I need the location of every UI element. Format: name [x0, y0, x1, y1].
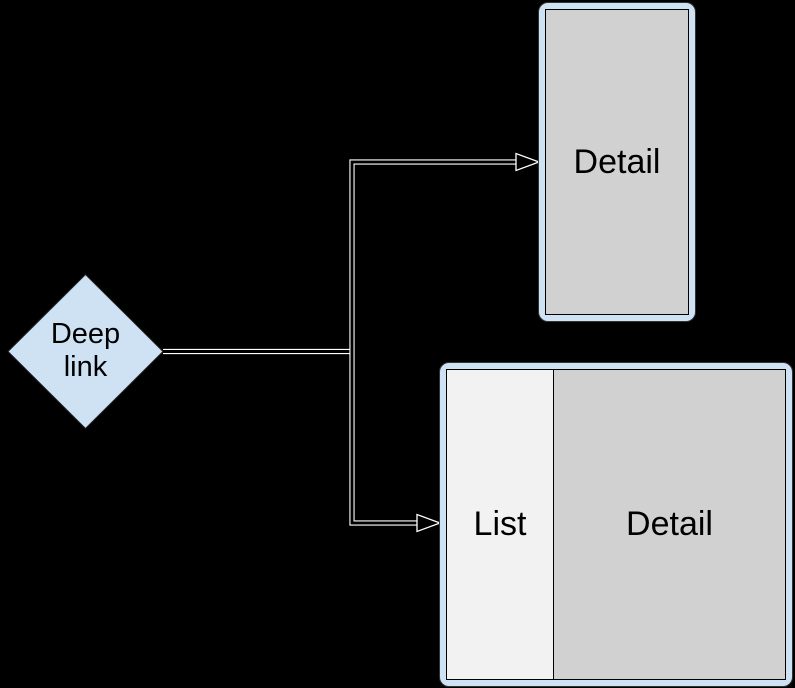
tablet-list-pane: List: [447, 370, 554, 679]
tablet-list-label: List: [473, 505, 527, 543]
tablet-screen: List Detail: [446, 369, 786, 680]
connector-to-tablet-core: [350, 351, 419, 525]
phone-mockup: Detail: [538, 2, 696, 322]
deep-link-label: Deep link: [50, 318, 121, 383]
tablet-detail-pane: Detail: [554, 370, 785, 679]
tablet-detail-label: Detail: [626, 505, 713, 543]
tablet-mockup: List Detail: [439, 362, 793, 687]
connector-to-phone-core: [350, 160, 517, 352]
connector-to-tablet-casing: [349, 351, 419, 526]
phone-detail-label: Detail: [573, 142, 661, 181]
deep-link-diamond: [7, 273, 164, 430]
phone-screen: Detail: [545, 9, 689, 315]
arrowhead-to-tablet: [416, 513, 442, 533]
arrowhead-to-phone: [515, 152, 541, 172]
connector-to-phone-casing: [349, 159, 517, 352]
